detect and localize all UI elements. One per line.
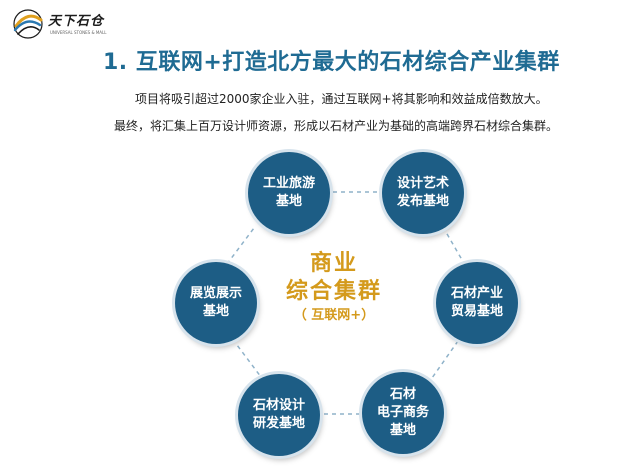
connector-top-right xyxy=(442,226,466,266)
center-title-line-2: 综合集群 xyxy=(285,279,382,304)
node-label-line: 研发基地 xyxy=(252,416,305,431)
node-label-line: 工业旅游 xyxy=(262,176,315,191)
logo-subtext: UNIVERSAL STONES & MALL xyxy=(50,30,107,35)
center-subtitle: （ 互联网+） xyxy=(293,308,375,323)
description-line-1: 项目将吸引超过2000家企业入驻，通过互联网+将其影响和效益成倍数放大。 xyxy=(135,92,548,106)
node-label-line: 电子商务 xyxy=(376,405,429,420)
brand-logo: 天下石仓 UNIVERSAL STONES & MALL xyxy=(10,6,110,46)
node-stone-design-rnd: 石材设计 研发基地 xyxy=(238,374,320,456)
connector-bottom-right xyxy=(431,340,459,379)
node-label-line: 设计艺术 xyxy=(396,176,449,191)
node-stone-trade: 石材产业 贸易基地 xyxy=(436,262,518,344)
page-title: 1. 互联网+打造北方最大的石材综合产业集群 xyxy=(103,50,560,75)
node-industrial-tourism: 工业旅游 基地 xyxy=(248,152,330,234)
node-label-line: 贸易基地 xyxy=(450,304,503,319)
node-design-art: 设计艺术 发布基地 xyxy=(382,152,464,234)
logo-text: 天下石仓 xyxy=(48,14,105,29)
node-label-line: 基地 xyxy=(202,304,229,319)
center-title-line-1: 商业 xyxy=(309,251,358,276)
node-label-line: 基地 xyxy=(389,423,416,438)
connector-bottom-left xyxy=(236,344,265,382)
node-label-line: 展览展示 xyxy=(189,286,242,301)
center-cluster-label: 商业 综合集群 （ 互联网+） xyxy=(268,250,400,326)
node-label-line: 石材 xyxy=(389,387,416,402)
node-label-line: 基地 xyxy=(275,194,302,209)
node-label-line: 石材产业 xyxy=(450,286,503,301)
description-line-2: 最终，将汇集上百万设计师资源，形成以石材产业为基础的高端跨界石材综合集群。 xyxy=(114,119,559,133)
node-exhibition: 展览展示 基地 xyxy=(175,262,257,344)
logo-globe-icon xyxy=(13,9,43,39)
connector-top-left xyxy=(226,227,255,265)
node-label-line: 石材设计 xyxy=(252,398,305,413)
node-label-line: 发布基地 xyxy=(396,194,449,209)
node-ecommerce: 石材 电子商务 基地 xyxy=(362,372,444,454)
